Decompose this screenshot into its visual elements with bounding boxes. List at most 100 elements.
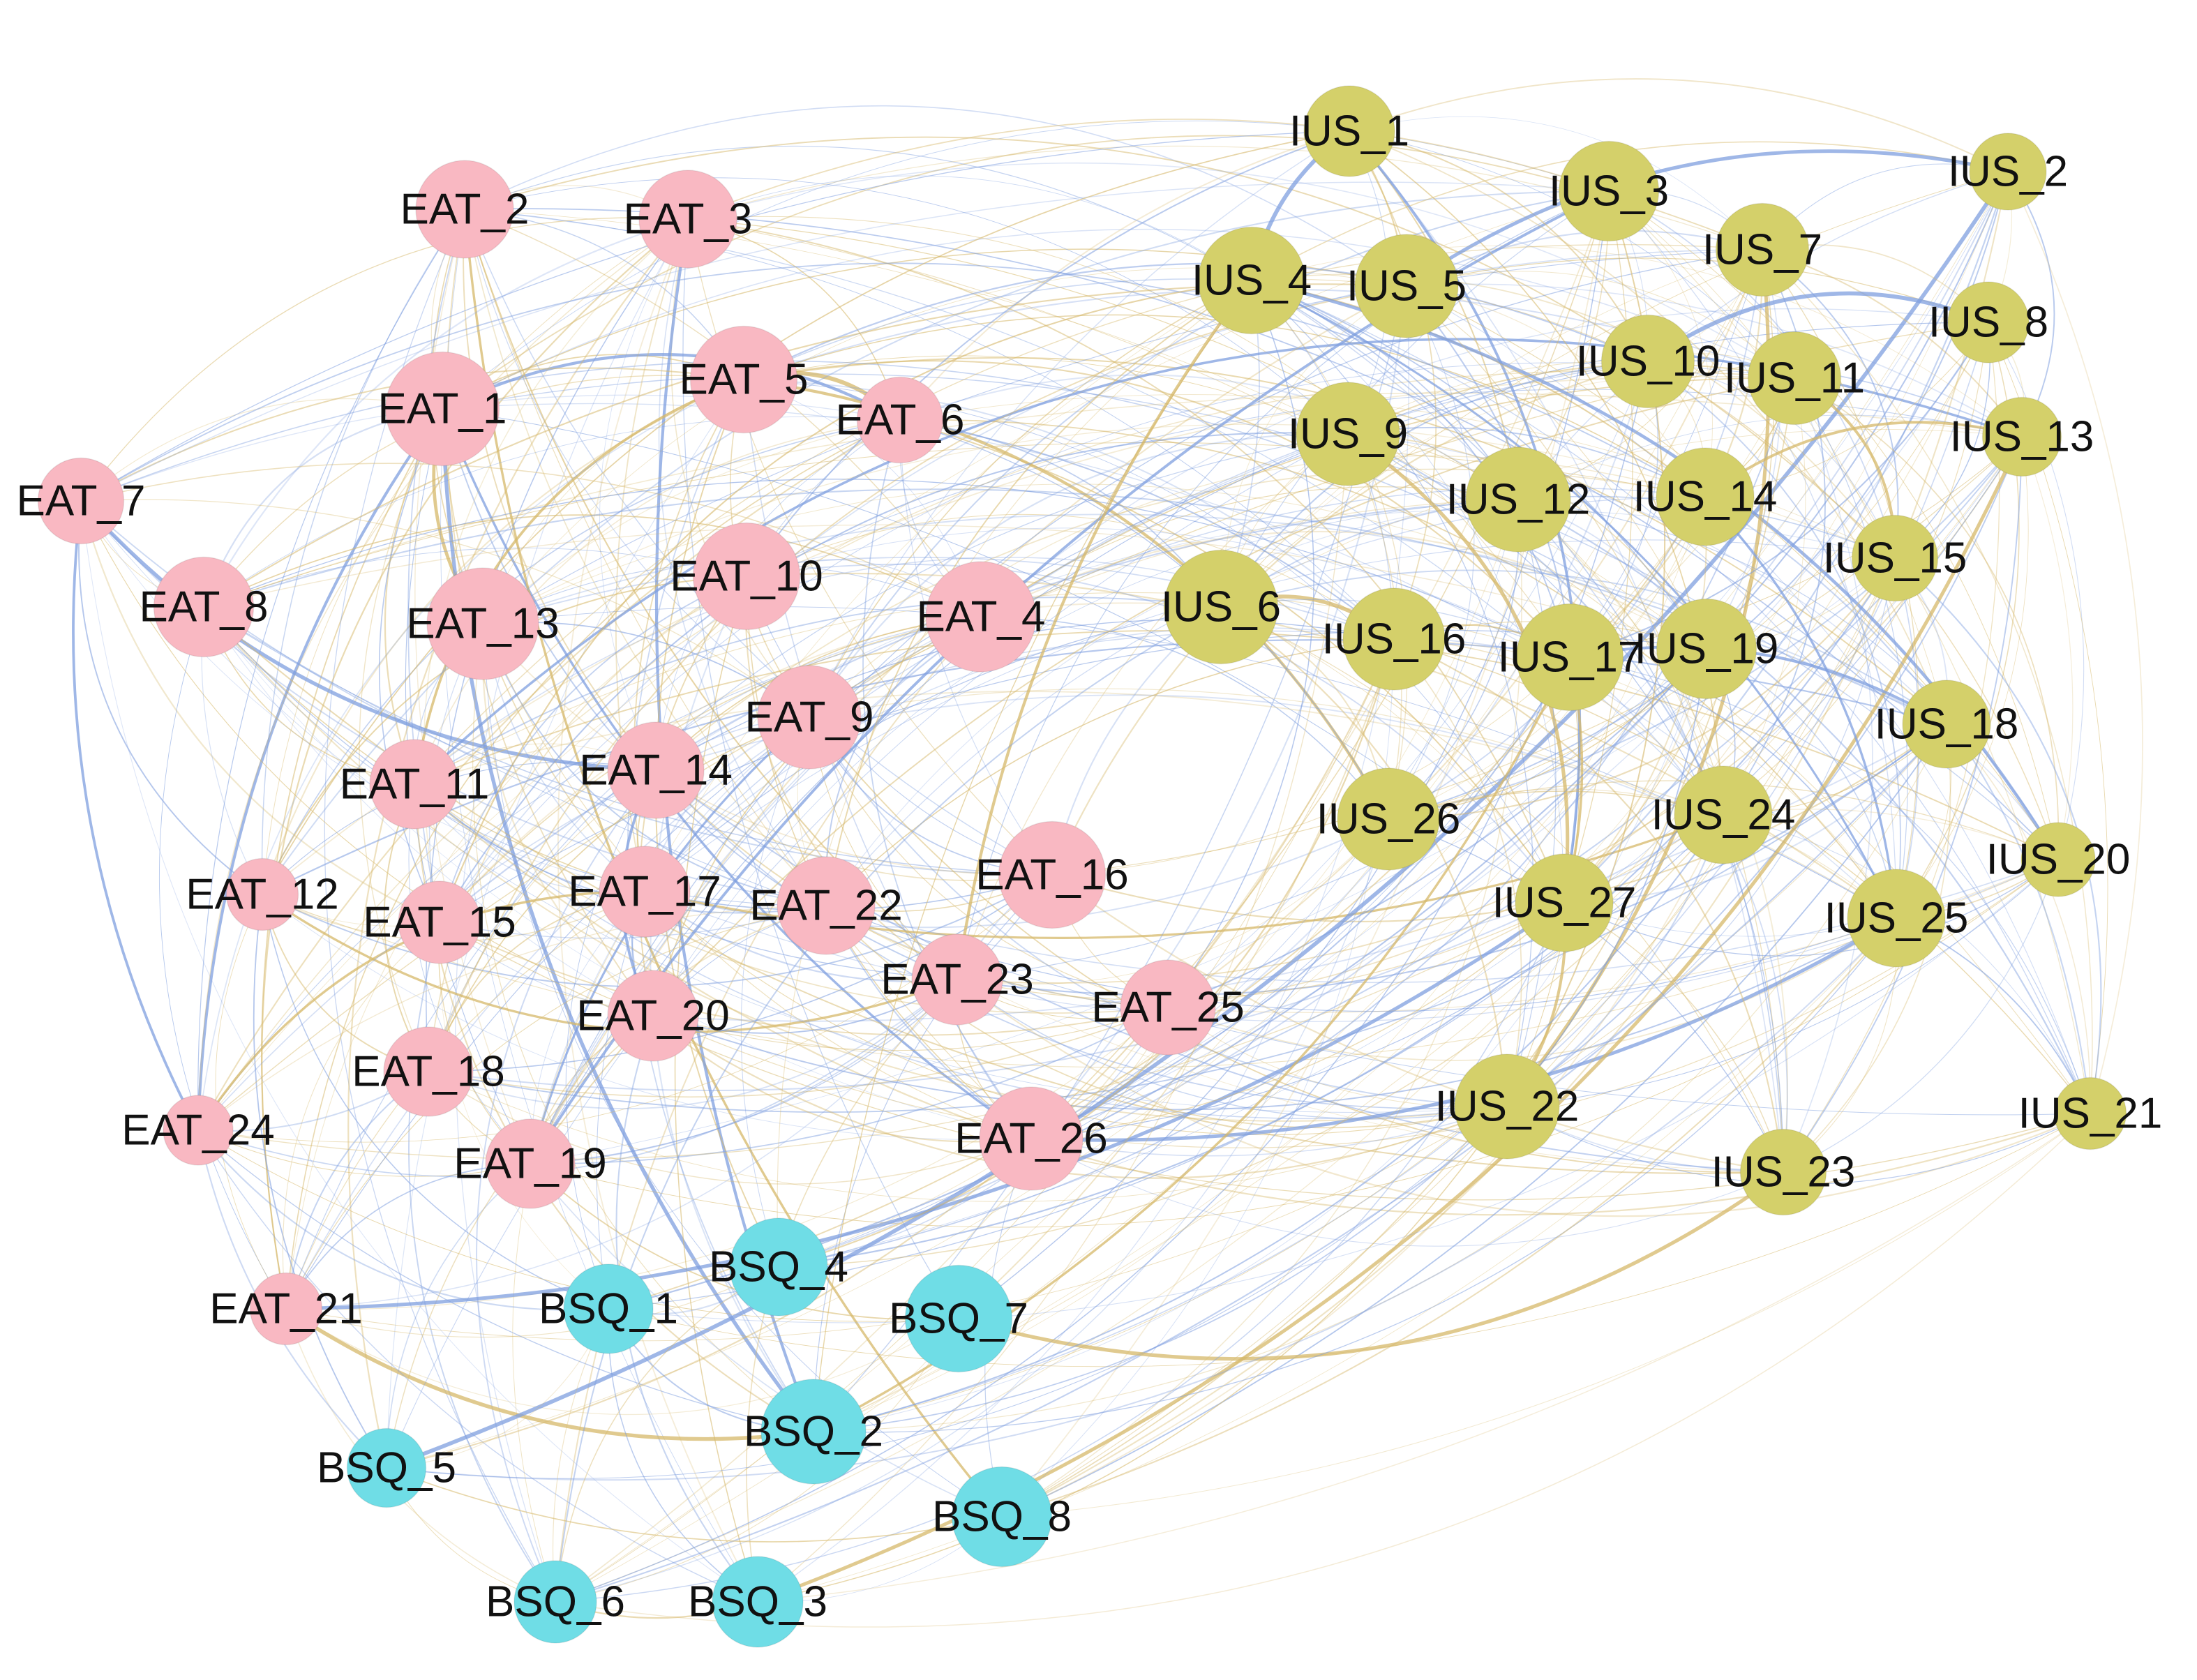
network-edge <box>652 1015 1032 1143</box>
network-edge <box>687 119 1610 220</box>
network-edge <box>285 901 1566 1311</box>
node-eat-26: EAT_26 <box>954 1086 1108 1191</box>
network-edge <box>203 547 747 608</box>
network-edge <box>1406 285 2059 860</box>
network-edge <box>1388 285 1475 820</box>
network-edge <box>555 616 982 1603</box>
node-label: EAT_19 <box>453 1140 606 1188</box>
network-edge <box>414 243 1763 785</box>
node-label: IUS_7 <box>1702 226 1822 274</box>
network-edge <box>386 1106 1508 1479</box>
network-edge <box>777 280 1252 1268</box>
node-circle <box>1715 202 1810 297</box>
network-edge <box>955 279 1253 980</box>
network-edge <box>1349 130 1947 725</box>
network-edge <box>197 1130 758 1603</box>
node-ius-27: IUS_27 <box>1492 853 1636 952</box>
node-circle <box>638 170 737 269</box>
node-label: EAT_5 <box>680 356 809 404</box>
network-edge <box>203 606 1053 876</box>
network-edge <box>1001 917 1897 1517</box>
network-edge <box>1030 499 1519 1139</box>
network-edge <box>1564 322 1989 903</box>
node-circle <box>911 933 1003 1026</box>
network-edge <box>285 979 958 1310</box>
node-eat-1: EAT_1 <box>378 351 507 467</box>
node-circle <box>398 880 481 964</box>
node-circle <box>2020 822 2096 897</box>
network-edge <box>740 717 810 1268</box>
node-circle <box>1163 549 1279 665</box>
node-label: EAT_20 <box>576 992 729 1040</box>
network-edge <box>378 408 443 923</box>
node-circle <box>384 351 500 467</box>
node-circle <box>979 1086 1083 1191</box>
network-edge <box>1349 78 2009 172</box>
network-edge <box>778 814 1724 1268</box>
network-edge <box>757 1113 2091 1603</box>
node-label: IUS_8 <box>1928 299 2048 347</box>
node-eat-22: EAT_22 <box>749 856 903 955</box>
node-label: IUS_1 <box>1289 107 1409 156</box>
network-edge <box>203 524 1707 650</box>
network-edge <box>757 433 1349 1603</box>
network-edge <box>555 606 1222 1603</box>
network-edge <box>1349 130 1649 362</box>
network-edge <box>1564 859 2059 957</box>
network-edge <box>813 280 1252 1432</box>
network-edge <box>530 616 982 1164</box>
node-circle <box>607 721 705 819</box>
node-eat-2: EAT_2 <box>400 160 529 259</box>
network-edge <box>813 917 1897 1433</box>
network-edge <box>476 770 657 1603</box>
node-label: IUS_26 <box>1317 795 1461 843</box>
network-edge <box>441 408 1032 1140</box>
network-edge <box>439 432 1349 923</box>
network-edge <box>512 891 645 1603</box>
network-edge <box>1251 280 2091 1114</box>
node-circle <box>37 457 125 545</box>
network-edge <box>1001 377 1795 1517</box>
network-edge <box>1388 788 1897 919</box>
node-bsq-7: BSQ_7 <box>889 1264 1028 1373</box>
network-edge <box>1894 557 2102 1114</box>
node-circle <box>729 1217 828 1317</box>
network-edge <box>261 218 689 1310</box>
node-label: EAT_23 <box>880 956 1033 1004</box>
network-edge <box>439 629 1707 923</box>
node-label: IUS_10 <box>1576 338 1720 386</box>
network-edge <box>158 606 287 1310</box>
node-eat-13: EAT_13 <box>406 567 560 680</box>
node-eat-24: EAT_24 <box>121 1095 275 1166</box>
network-edge <box>1569 657 1897 919</box>
node-label: EAT_24 <box>121 1107 274 1155</box>
network-edge <box>1388 249 1763 820</box>
network-edge <box>203 514 982 617</box>
network-edge <box>197 1130 609 1311</box>
network-edge <box>1388 648 1707 820</box>
network-edge <box>359 408 443 1072</box>
network-edge <box>813 436 2023 1432</box>
network-edge <box>253 894 387 1469</box>
network-edge <box>644 891 958 982</box>
network-edge <box>599 218 689 771</box>
network-edge <box>428 1071 1032 1185</box>
network-edge <box>1406 285 1580 903</box>
node-label: IUS_2 <box>1948 148 2068 196</box>
node-ius-24: IUS_24 <box>1651 765 1795 864</box>
network-edge <box>778 436 2023 1268</box>
node-label: EAT_22 <box>749 882 902 930</box>
network-edge <box>439 279 1252 923</box>
node-circle <box>1342 587 1446 691</box>
network-edge <box>555 1113 2091 1628</box>
network-edge <box>746 527 1570 658</box>
network-edge <box>80 500 654 1017</box>
node-ius-14: IUS_14 <box>1633 447 1777 546</box>
network-edge <box>2021 436 2074 860</box>
network-edge <box>813 814 1724 1432</box>
network-edge <box>1564 496 1707 903</box>
network-edge <box>687 218 1519 500</box>
node-eat-16: EAT_16 <box>975 820 1129 929</box>
node-label: BSQ_8 <box>932 1493 1072 1541</box>
network-edge <box>464 136 1896 559</box>
